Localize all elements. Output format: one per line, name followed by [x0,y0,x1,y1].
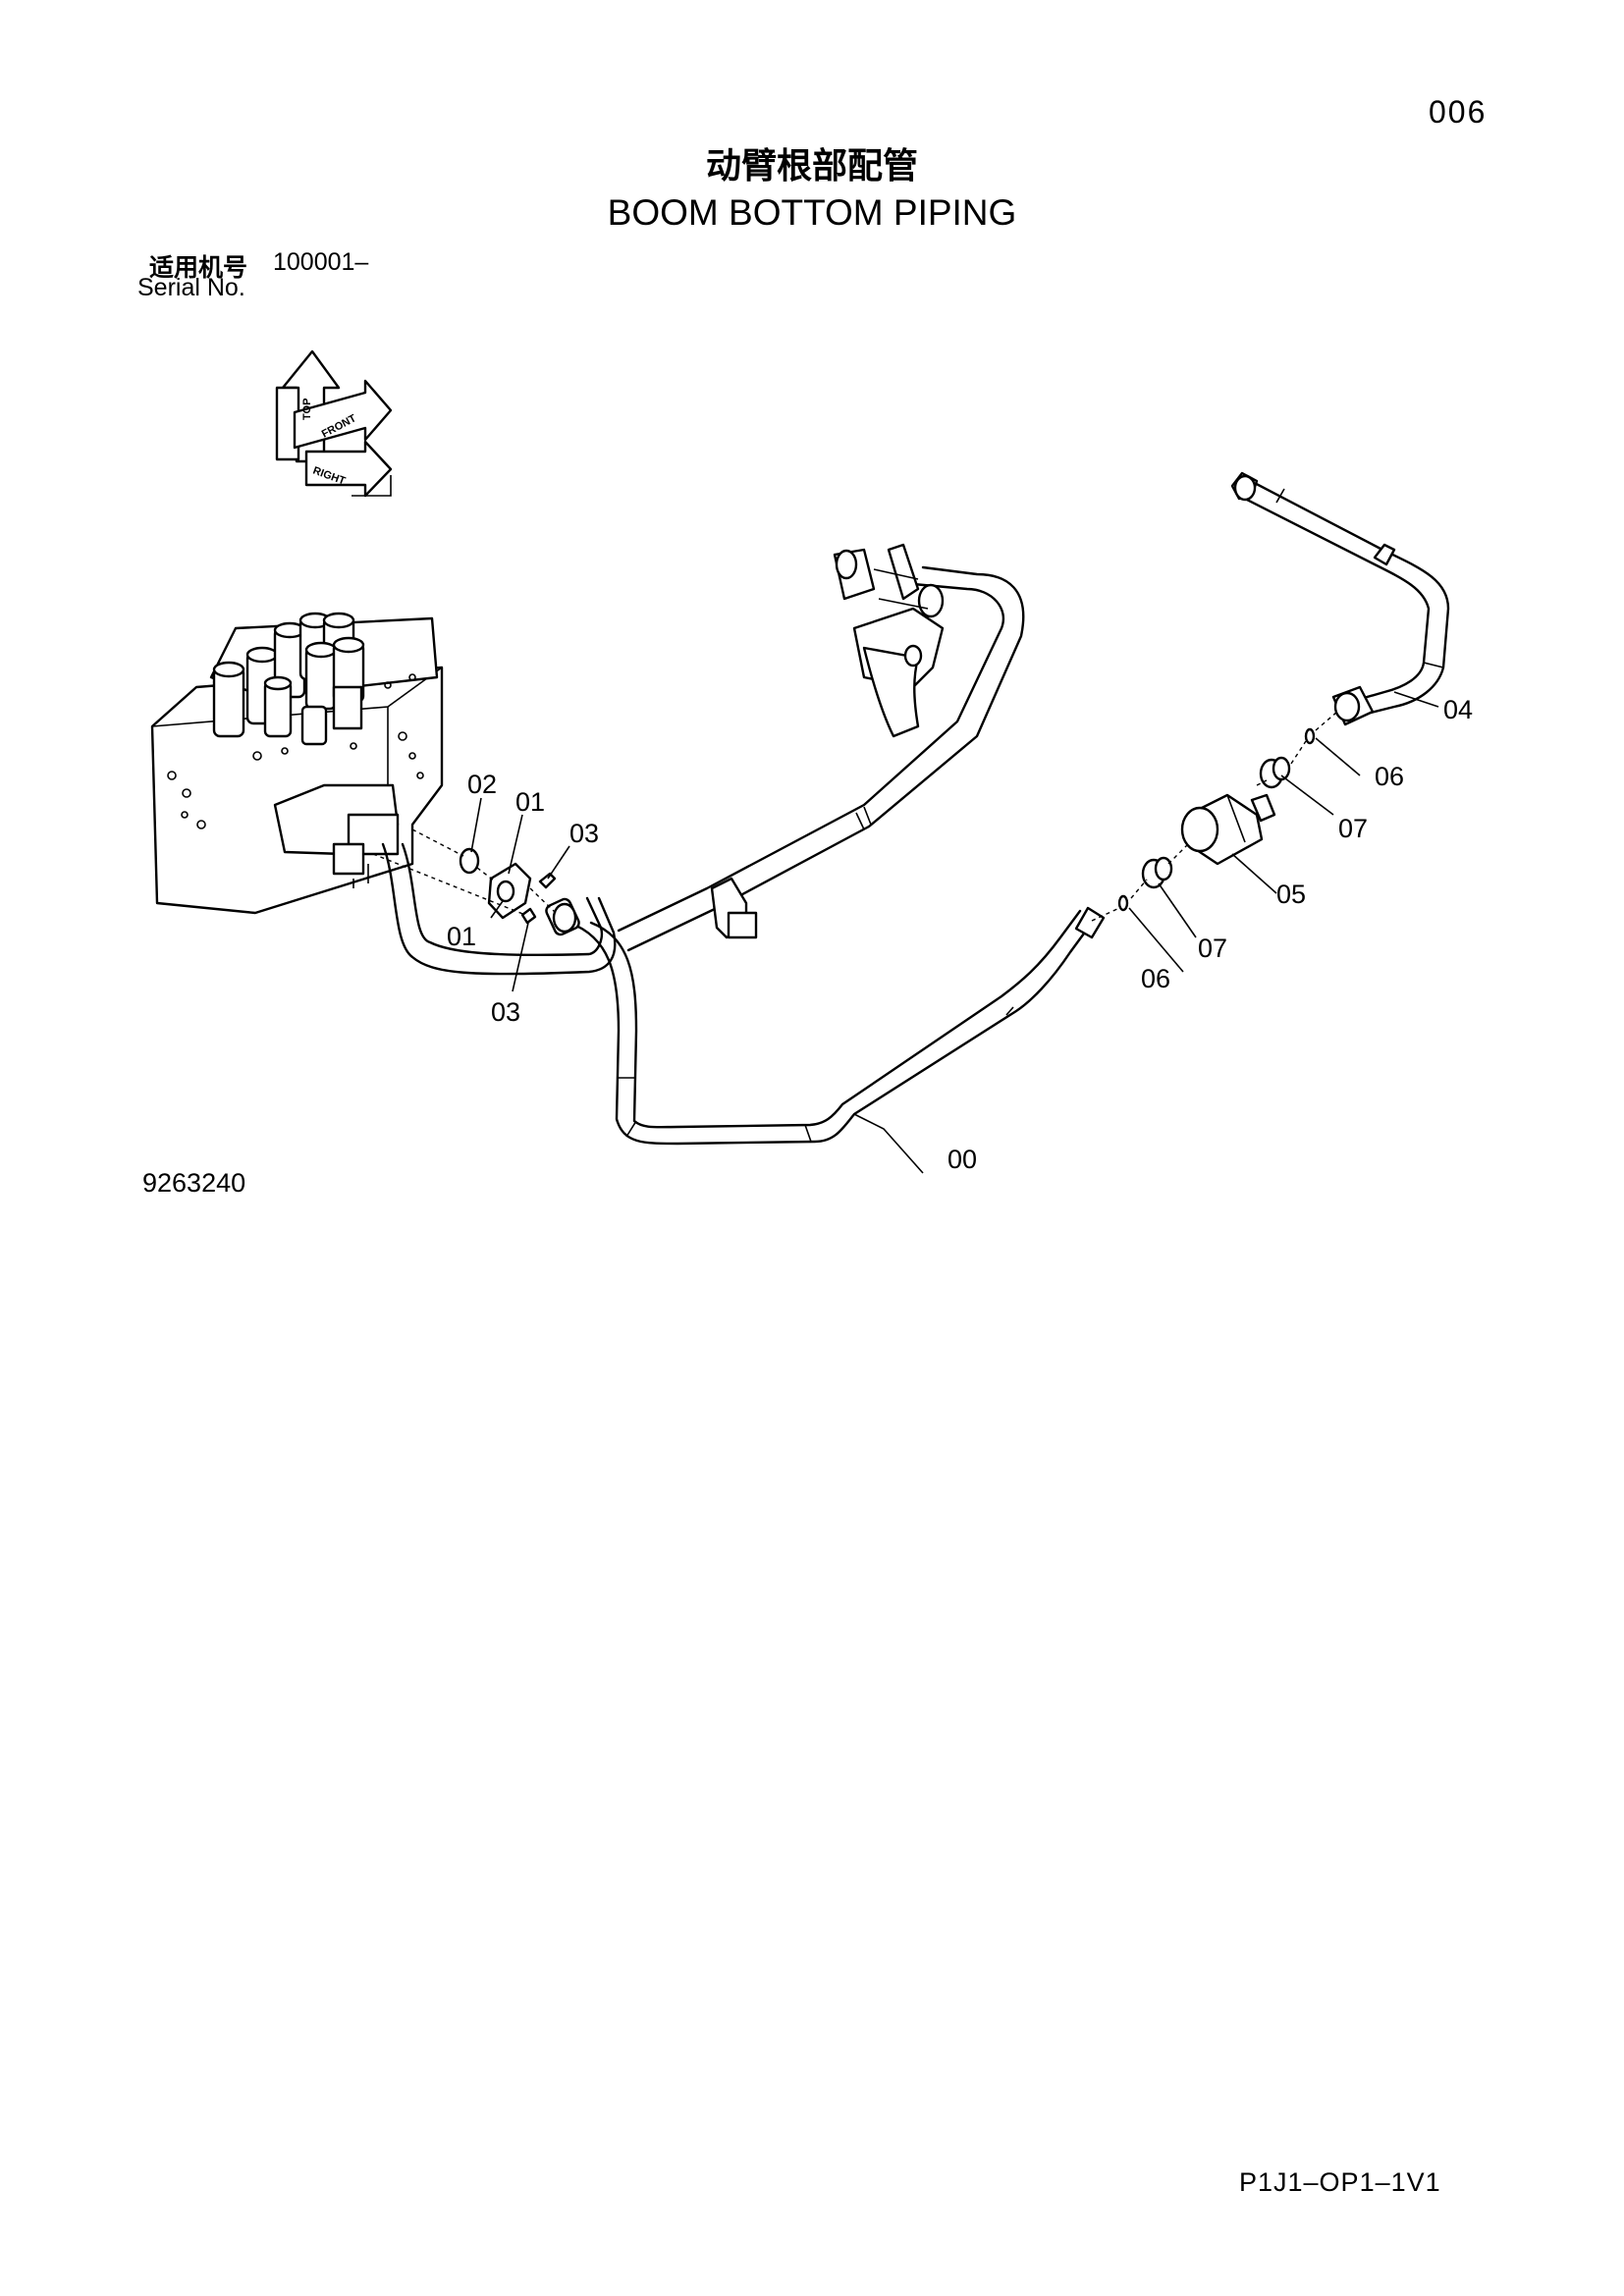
orientation-top-label: TOP [301,399,313,420]
callout-06-lower: 06 [1141,964,1170,993]
orientation-indicator: TOP FRONT RIGHT [275,349,393,498]
callout-03-lower: 03 [491,997,520,1027]
adapter-07-lower [1141,856,1173,889]
valve-ports [167,673,424,829]
serial-range: 100001– [273,248,369,276]
page-code: P1J1–OP1–1V1 [1239,2167,1441,2197]
valve-spools [212,612,365,746]
adapter-07-upper [1259,756,1291,789]
o-ring-06-upper [1304,727,1316,745]
callout-07-upper: 07 [1338,814,1368,843]
pipe-04 [1230,471,1450,726]
bolt-03-lower [520,907,537,925]
callout-02: 02 [467,770,497,799]
boom-bracket [833,543,945,738]
page-number: 006 [1429,94,1488,130]
callout-04: 04 [1443,695,1473,724]
callout-05: 05 [1276,880,1306,909]
page-title-english: BOOM BOTTOM PIPING [607,192,1017,233]
leader-lines [470,691,1439,1174]
o-ring-02 [459,847,480,875]
o-ring-06-lower [1117,894,1129,912]
callout-00: 00 [947,1145,977,1174]
bolt-03-upper [538,872,557,889]
callout-01-upper: 01 [515,787,545,817]
serial-label-english: Serial No. [137,274,245,301]
tube-end-flange [552,902,577,934]
callout-03-upper: 03 [569,819,599,848]
callout-01-lower: 01 [447,922,476,951]
page-title-chinese: 动臂根部配管 [705,146,918,187]
callout-07-lower: 07 [1198,934,1227,963]
pipe-00 [381,842,1106,1146]
figure-number: 9263240 [142,1168,246,1198]
callout-06-upper: 06 [1375,762,1404,791]
control-valve-block [150,612,444,915]
serial-label-chinese: 适用机号 [149,253,248,282]
upper-tube [617,565,1025,952]
fitting-05 [1180,793,1276,866]
